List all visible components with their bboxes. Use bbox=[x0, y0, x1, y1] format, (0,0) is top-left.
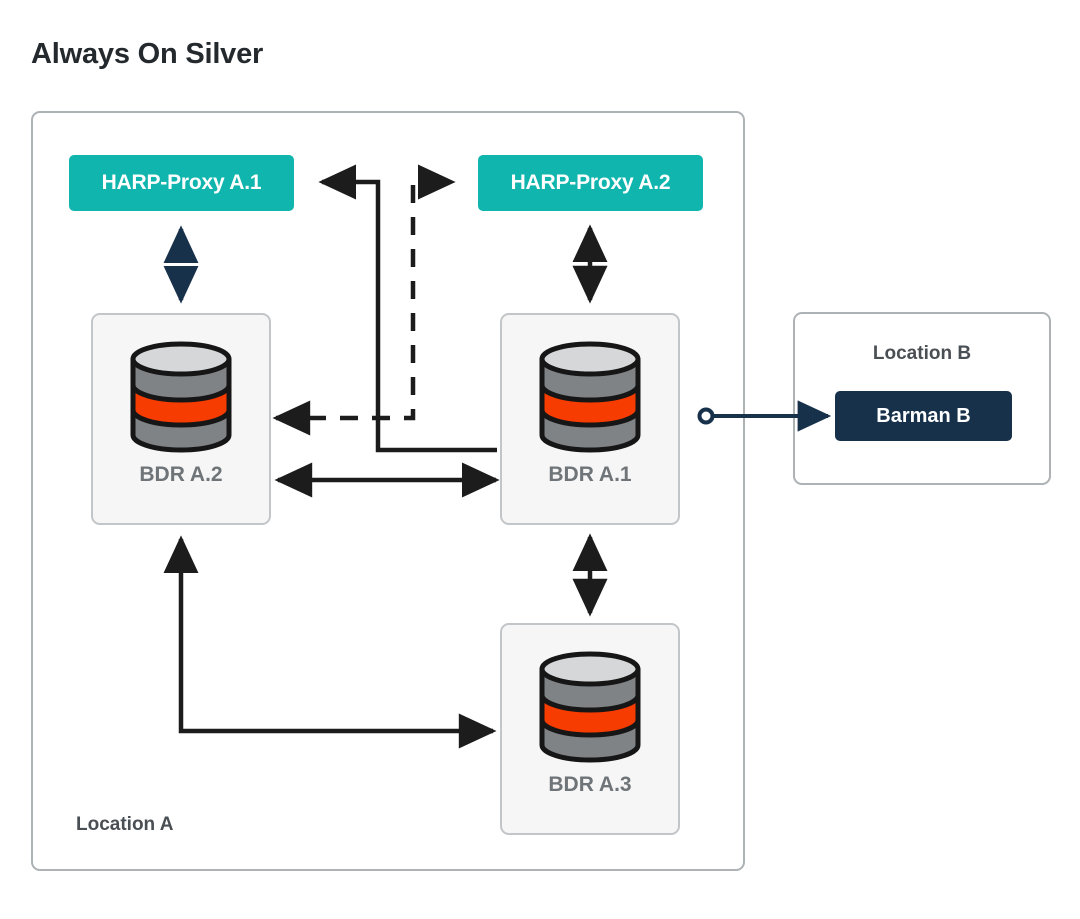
database-icon bbox=[130, 341, 232, 453]
barman-b-box[interactable]: Barman B bbox=[835, 391, 1012, 441]
page-title: Always On Silver bbox=[31, 38, 264, 70]
bdr-a1-card[interactable]: BDR A.1 bbox=[500, 313, 680, 525]
location-a-label: Location A bbox=[76, 814, 174, 835]
harp-proxy-a1-box[interactable]: HARP-Proxy A.1 bbox=[69, 155, 294, 211]
location-b-label: Location B bbox=[872, 343, 972, 364]
harp-proxy-a2-label: HARP-Proxy A.2 bbox=[510, 171, 671, 194]
database-icon bbox=[539, 341, 641, 453]
harp-proxy-a1-label: HARP-Proxy A.1 bbox=[101, 171, 262, 194]
location-b-frame bbox=[793, 312, 1051, 485]
database-icon bbox=[539, 651, 641, 763]
bdr-a3-card[interactable]: BDR A.3 bbox=[500, 623, 680, 835]
harp-proxy-a2-box[interactable]: HARP-Proxy A.2 bbox=[478, 155, 703, 211]
barman-b-label: Barman B bbox=[876, 404, 971, 427]
bdr-a3-label: BDR A.3 bbox=[548, 773, 632, 796]
location-a-frame bbox=[31, 111, 745, 871]
bdr-a2-card[interactable]: BDR A.2 bbox=[91, 313, 271, 525]
bdr-a2-label: BDR A.2 bbox=[139, 463, 223, 486]
bdr-a1-label: BDR A.1 bbox=[548, 463, 632, 486]
